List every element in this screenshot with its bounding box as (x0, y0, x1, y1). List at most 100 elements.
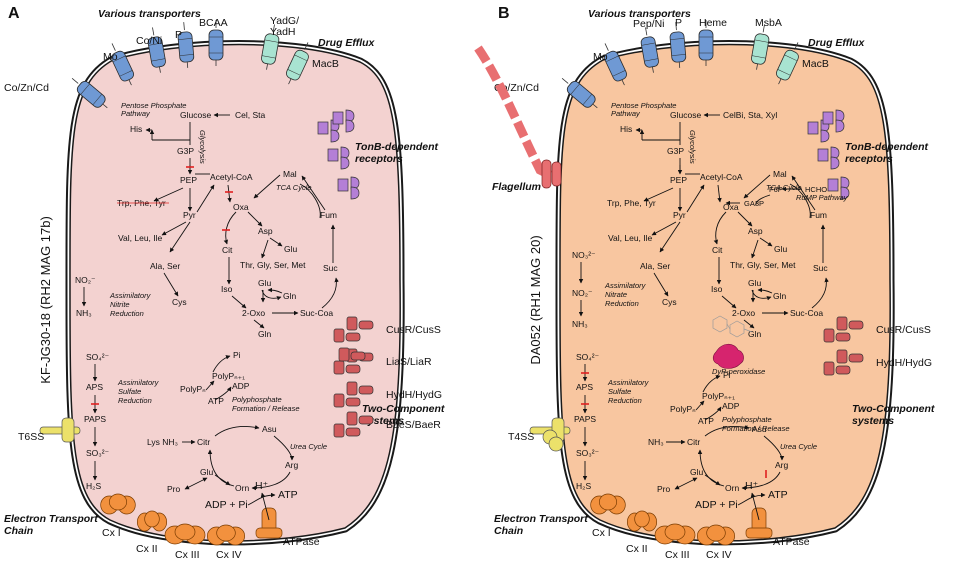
text-line: Two-Component (362, 403, 445, 415)
pathway-arrow (184, 477, 208, 490)
two-component-label: BaeS/BaeR (386, 419, 441, 431)
efflux-pump-icon (751, 24, 770, 70)
pathway-arrow (227, 184, 232, 203)
transporter-label: P (675, 17, 682, 29)
pathway-arrow (267, 287, 283, 294)
efflux-pump-icon (285, 42, 309, 85)
transporter-icon (177, 22, 195, 68)
secretion-system-icon (529, 417, 571, 452)
aspartate-label: Asp (748, 226, 763, 236)
ammonia-label: NH₃ (76, 308, 92, 318)
secretion-system-label: T6SS (18, 431, 44, 443)
tonb-receptor-icon (822, 109, 845, 133)
pep-label: PEP (180, 175, 197, 185)
text-line: Assimilatory (109, 291, 152, 300)
pathway-arrow (651, 221, 677, 236)
pathway-arrow (212, 355, 231, 373)
pyruvate-label: Pyr (183, 210, 196, 220)
complex-label: Cx I (592, 527, 611, 539)
organism-label: DA052 (RH1 MAG 20) (528, 235, 543, 364)
pathway-arrow (214, 474, 231, 486)
urea-cycle-title: Urea Cycle (780, 442, 817, 451)
pathway-arrow (163, 272, 179, 297)
rump-pathway-title: RuMP Pathway (796, 193, 849, 202)
atp-label: ATP (768, 489, 788, 501)
text-line: Sulfate (118, 387, 141, 396)
argininosuccinate-label: Asu (262, 424, 277, 434)
organism-label: KF-JG30-18 (RH2 MAG 17b) (38, 216, 53, 384)
transporter-icon (208, 20, 224, 66)
pathway-arrow (153, 187, 184, 202)
g3p-label: G3P (667, 146, 684, 156)
transporter-icon (669, 22, 687, 68)
pathway-arrow (247, 492, 276, 506)
polyp-n1-label: PolyPₙ₊₁ (212, 371, 245, 381)
transporter-label: Mo (593, 51, 608, 63)
pathway-arrow (205, 380, 215, 391)
text-line: receptors (845, 153, 893, 165)
oxaloacetate-label: Oxa (723, 202, 739, 212)
polyp-n-label: PolyPₙ (180, 384, 206, 394)
pathway-arrow (702, 375, 721, 393)
acetyl-coa-label: Acetyl-CoA (210, 172, 253, 182)
branched-aa-label: Val, Leu, Ile (118, 233, 163, 243)
acetyl-coa-label: Acetyl-CoA (700, 172, 743, 182)
pathway-arrow (704, 425, 750, 437)
malate-label: Mal (283, 169, 297, 179)
ala-ser-label: Ala, Ser (150, 261, 180, 271)
text-line: Assimilatory (604, 281, 647, 290)
proton-label: H⁺ (255, 480, 269, 492)
two-component-system-icon (333, 328, 361, 343)
pep-label: PEP (670, 175, 687, 185)
proline-label: Pro (657, 484, 671, 494)
citrate-label: Cit (712, 245, 723, 255)
histidine-label: His (620, 124, 632, 134)
complex-label: Cx III (665, 549, 690, 561)
respiratory-complex-icon (696, 524, 736, 546)
tca-arrow (789, 183, 811, 219)
secretion-system-icon (39, 417, 81, 443)
histidine-label: His (130, 124, 142, 134)
various-transporters-title: Various transporters (98, 8, 201, 20)
f6p-label: F6P (769, 185, 783, 194)
complex-label: Cx II (136, 543, 158, 555)
text-line: receptors (355, 153, 403, 165)
panel-letter: A (8, 5, 20, 22)
respiratory-complex-icon (164, 523, 206, 545)
substrate-label: Cel, Sta (235, 110, 266, 120)
glucose-label: Glucose (180, 110, 211, 120)
respiratory-complex-icon (626, 510, 658, 532)
pathway-arrow (161, 221, 187, 236)
text-line: Assimilatory (607, 378, 650, 387)
pathway-arrow (717, 184, 722, 203)
text-line: Assimilatory (117, 378, 160, 387)
transporter-icon (111, 43, 135, 86)
text-line: Sulfate (608, 387, 631, 396)
tca-arrow (299, 183, 321, 219)
glutamine-pair-label: Gln (283, 291, 297, 301)
two-component-system-icon (333, 360, 361, 375)
tca-cycle-title: TCA Cycle (276, 183, 312, 192)
nitrate-label: NO₃²⁻ (572, 250, 596, 260)
rump-arrow (755, 194, 771, 206)
ala-ser-label: Ala, Ser (640, 261, 670, 271)
text-line: YadG/ (270, 15, 299, 27)
proton-label: H⁺ (745, 480, 759, 492)
complex-label: Cx II (626, 543, 648, 555)
polyp-n1-label: PolyPₙ₊₁ (702, 391, 735, 401)
pathway-arrow (653, 272, 669, 297)
aps-label: APS (576, 382, 593, 392)
pathway-arrow (743, 319, 755, 329)
efflux-label: MacB (802, 58, 829, 70)
text-line: Reduction (110, 309, 144, 318)
transporter-icon (147, 27, 166, 73)
arginine-label: Arg (285, 460, 299, 470)
succinyl-coa-label: Suc-Coa (300, 308, 333, 318)
